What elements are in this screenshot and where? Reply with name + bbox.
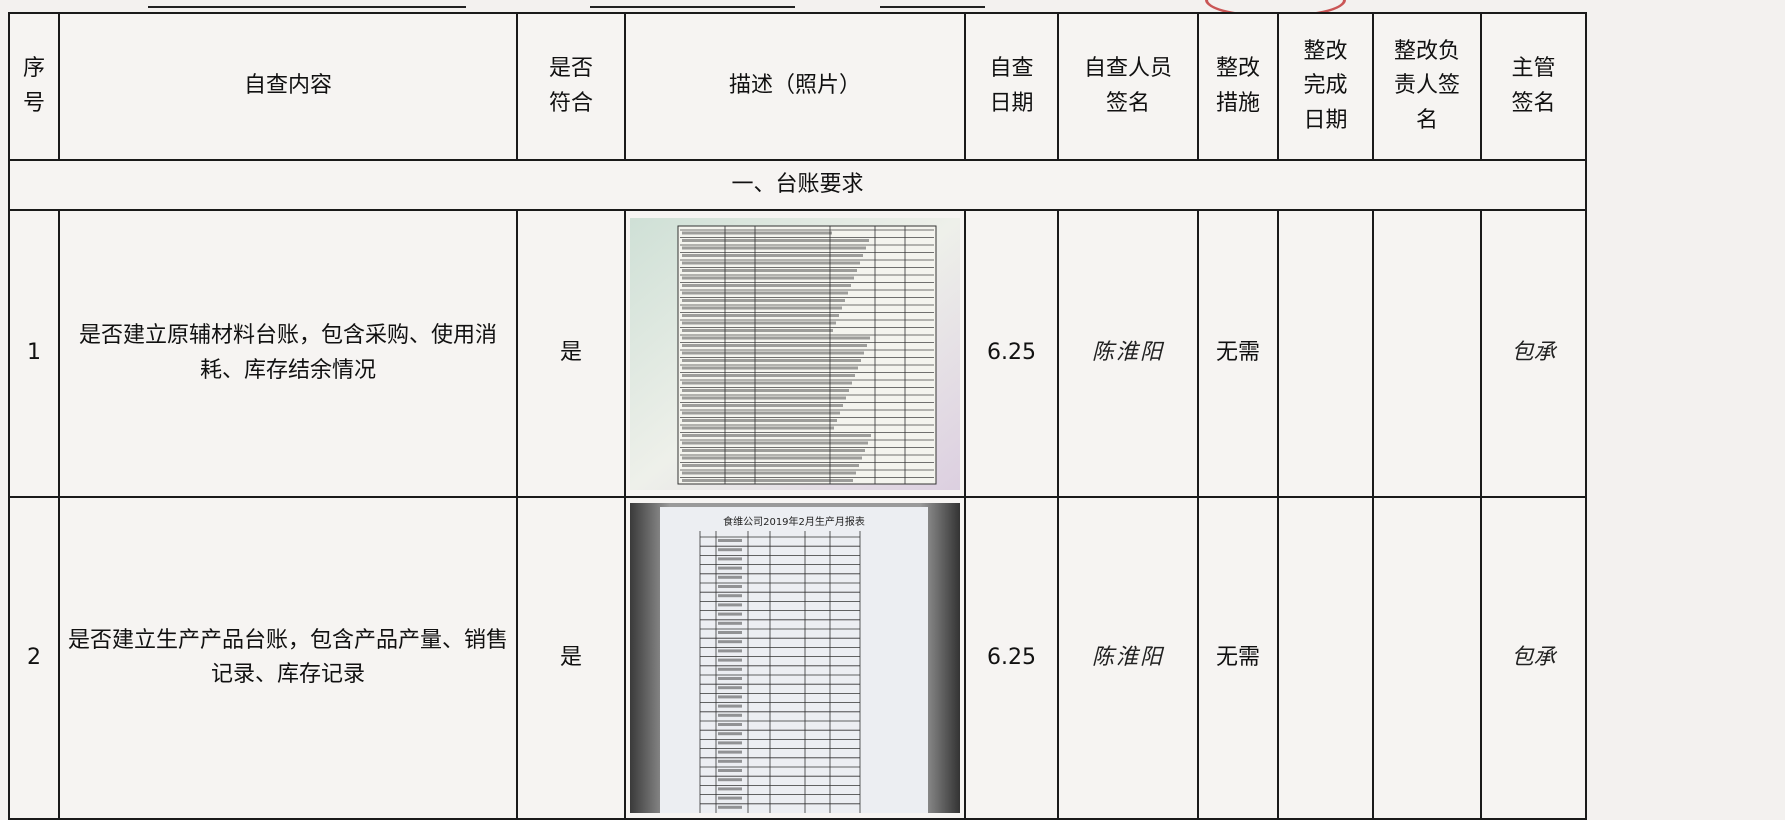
row-measures: 无需 — [1197, 496, 1279, 820]
header-completion-date: 整改完成日期 — [1277, 12, 1374, 161]
table-row: 1 是否建立原辅材料台账，包含采购、使用消耗、库存结余情况 是 6.25 陈淮阳… — [8, 209, 1587, 498]
row-conform: 是 — [516, 496, 626, 820]
header-measures: 整改措施 — [1197, 12, 1279, 161]
row-content: 是否建立生产产品台账，包含产品产量、销售记录、库存记录 — [58, 496, 518, 820]
report-photo-image: 食维公司2019年2月生产月报表 — [630, 503, 960, 813]
header-responsible: 整改负责人签名 — [1372, 12, 1482, 161]
row-photo-cell — [624, 209, 966, 498]
row-date: 6.25 — [964, 496, 1059, 820]
self-inspection-table: 序号 自查内容 是否符合 描述（照片） 自查日期 自查人员签名 整改措施 整改完… — [8, 12, 1587, 820]
row-completion-date — [1277, 496, 1374, 820]
row-responsible — [1372, 209, 1482, 498]
supervisor-signature: 包承 — [1480, 209, 1587, 498]
header-inspector: 自查人员签名 — [1057, 12, 1199, 161]
row-responsible — [1372, 496, 1482, 820]
underline — [880, 6, 985, 8]
header-row: 序号 自查内容 是否符合 描述（照片） 自查日期 自查人员签名 整改措施 整改完… — [8, 12, 1587, 161]
row-index: 2 — [8, 496, 60, 820]
header-seq: 序号 — [8, 12, 60, 161]
section-row: 一、台账要求 — [8, 159, 1587, 211]
inspector-signature: 陈淮阳 — [1057, 496, 1199, 820]
inspector-signature: 陈淮阳 — [1057, 209, 1199, 498]
header-conform: 是否符合 — [516, 12, 626, 161]
top-strip — [0, 0, 1785, 14]
row-completion-date — [1277, 209, 1374, 498]
ledger-photo — [630, 217, 960, 490]
report-photo: 食维公司2019年2月生产月报表 — [630, 503, 960, 813]
header-date: 自查日期 — [964, 12, 1059, 161]
report-caption: 食维公司2019年2月生产月报表 — [723, 515, 865, 528]
underline — [590, 6, 795, 8]
header-content: 自查内容 — [58, 12, 518, 161]
row-date: 6.25 — [964, 209, 1059, 498]
underline — [148, 6, 466, 8]
section-title: 一、台账要求 — [8, 159, 1587, 211]
row-photo-cell: 食维公司2019年2月生产月报表 — [624, 496, 966, 820]
row-conform: 是 — [516, 209, 626, 498]
row-measures: 无需 — [1197, 209, 1279, 498]
supervisor-signature: 包承 — [1480, 496, 1587, 820]
header-description: 描述（照片） — [624, 12, 966, 161]
row-content: 是否建立原辅材料台账，包含采购、使用消耗、库存结余情况 — [58, 209, 518, 498]
header-supervisor: 主管签名 — [1480, 12, 1587, 161]
row-index: 1 — [8, 209, 60, 498]
table-row: 2 是否建立生产产品台账，包含产品产量、销售记录、库存记录 是 食维公司2019… — [8, 496, 1587, 820]
ledger-photo-image — [630, 217, 960, 490]
